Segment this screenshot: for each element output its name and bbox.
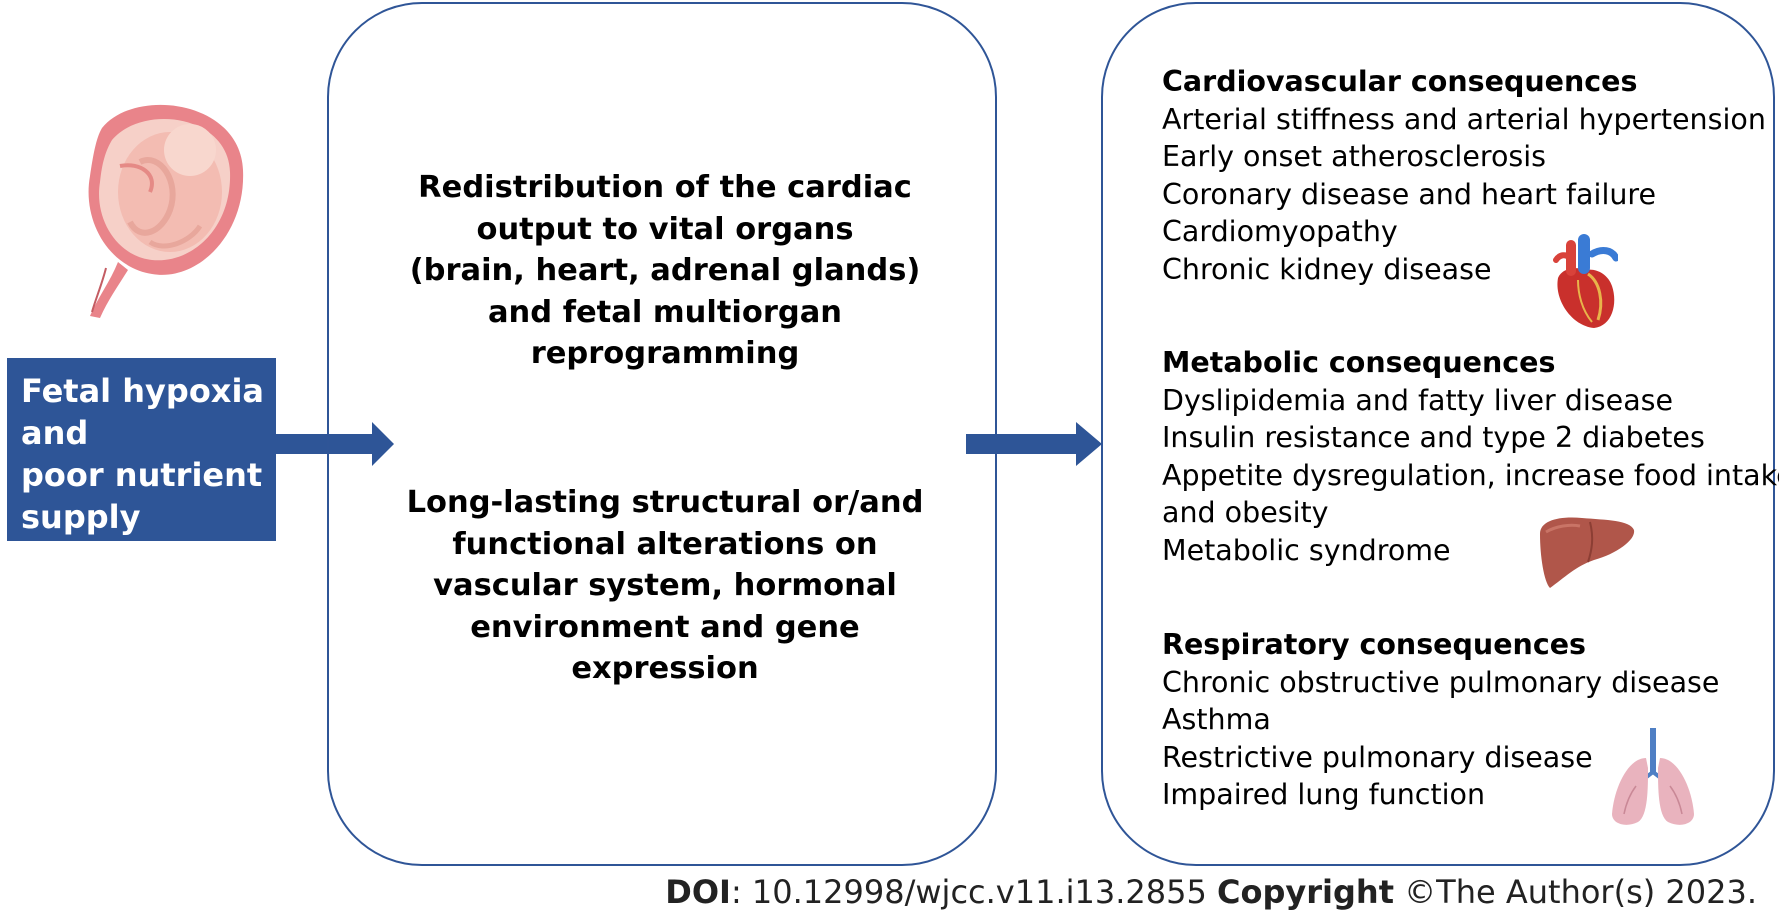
section-title: Respiratory consequences <box>1162 628 1587 661</box>
mid-line: Redistribution of the cardiac <box>418 170 912 205</box>
mid-line: output to vital organs <box>476 211 854 247</box>
mechanism-box <box>327 2 997 866</box>
section-title: Cardiovascular consequences <box>1162 65 1638 98</box>
doi-copyright-footer: DOI: 10.12998/wjcc.v11.i13.2855 Copyrigh… <box>665 873 1757 911</box>
list-item: Impaired lung function <box>1162 778 1486 811</box>
copyright-value: ©The Author(s) 2023. <box>1393 873 1757 911</box>
mid-line: functional alterations on <box>452 526 878 562</box>
mid-line: environment and gene <box>470 609 860 645</box>
consequences-box <box>1101 2 1775 866</box>
liver-icon <box>1540 517 1635 588</box>
mid-line: and fetal multiorgan <box>487 294 843 330</box>
input-line: Fetal hypoxia <box>21 372 264 410</box>
section-title: Metabolic consequences <box>1162 346 1556 379</box>
list-item: Chronic obstructive pulmonary disease <box>1162 665 1720 699</box>
lungs-icon <box>1612 728 1694 825</box>
right-arrow-icon <box>276 422 394 466</box>
list-item: Early onset atherosclerosis <box>1162 140 1547 173</box>
mid-line: expression <box>571 651 759 686</box>
redistribution-text: Redistribution of the cardiac output to … <box>380 167 950 375</box>
list-item: Metabolic syndrome <box>1162 533 1451 567</box>
long-lasting-alterations-text: Long-lasting structural or/and functiona… <box>380 482 950 690</box>
input-line: poor nutrient <box>21 456 263 494</box>
fetus-uterus-icon <box>88 104 244 318</box>
list-item: Coronary disease and heart failure <box>1162 177 1657 211</box>
input-line: and <box>21 414 89 452</box>
mid-line: Long-lasting structural or/and <box>406 485 924 520</box>
right-arrow-icon <box>966 422 1102 466</box>
list-item: Asthma <box>1162 703 1271 736</box>
respiratory-section: Respiratory consequences Chronic obstruc… <box>1162 626 1719 814</box>
list-item: Arterial stiffness and arterial hyperten… <box>1162 102 1766 136</box>
list-item: Chronic kidney disease <box>1162 252 1492 286</box>
mid-line: (brain, heart, adrenal glands) <box>409 253 921 288</box>
doi-label: DOI <box>665 873 731 911</box>
doi-value: : 10.12998/wjcc.v11.i13.2855 <box>730 873 1218 911</box>
heart-icon <box>1553 234 1618 328</box>
mid-line: reprogramming <box>530 336 800 371</box>
list-item: Cardiomyopathy <box>1162 215 1398 248</box>
list-item: Restrictive pulmonary disease <box>1162 740 1593 774</box>
metabolic-section: Metabolic consequences Dyslipidemia and … <box>1162 344 1779 569</box>
input-line: supply <box>21 498 141 536</box>
input-box-fetal-hypoxia: Fetal hypoxia and poor nutrient supply <box>7 358 276 541</box>
list-item: Insulin resistance and type 2 diabetes <box>1162 421 1705 454</box>
list-item: Appetite dysregulation, increase food in… <box>1162 458 1779 492</box>
cardiovascular-section: Cardiovascular consequences Arterial sti… <box>1162 63 1766 288</box>
list-item: and obesity <box>1162 496 1329 529</box>
list-item: Dyslipidemia and fatty liver disease <box>1162 383 1674 417</box>
copyright-label: Copyright <box>1217 873 1394 911</box>
mid-line: vascular system, hormonal <box>433 568 897 603</box>
